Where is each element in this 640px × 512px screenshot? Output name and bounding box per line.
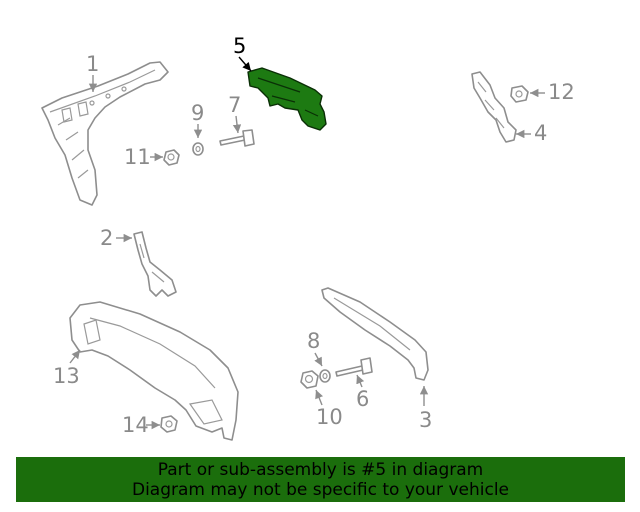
callout-7: 7 xyxy=(228,93,241,117)
parts-diagram: 1 5 9 7 11 4 12 2 xyxy=(41,34,575,441)
callout-9: 9 xyxy=(191,101,204,125)
part-9-washer xyxy=(192,142,204,156)
part-10-nut xyxy=(300,370,319,389)
part-2-bracket xyxy=(133,231,177,297)
callout-13: 13 xyxy=(53,364,80,388)
part-13-bracket xyxy=(69,301,239,441)
part-5-highlighted xyxy=(247,67,327,131)
banner-line-part: Part or sub-assembly is #5 in diagram xyxy=(157,460,484,480)
part-3-bar xyxy=(321,287,429,381)
part-14-nut xyxy=(160,415,178,433)
info-banner: Part or sub-assembly is #5 in diagram Di… xyxy=(16,457,625,502)
part-4-bracket xyxy=(471,71,517,143)
callout-12: 12 xyxy=(548,80,575,104)
callout-14: 14 xyxy=(122,413,149,437)
callout-2: 2 xyxy=(100,226,113,250)
part-12-clip xyxy=(510,85,529,103)
callout-6: 6 xyxy=(356,387,369,411)
callout-4: 4 xyxy=(534,121,547,145)
part-8-washer xyxy=(319,369,331,383)
part-7-bolt xyxy=(219,129,255,147)
callout-11: 11 xyxy=(124,145,151,169)
callout-8: 8 xyxy=(307,329,320,353)
callout-1: 1 xyxy=(86,52,99,76)
callout-5: 5 xyxy=(233,34,246,58)
callout-10: 10 xyxy=(316,405,343,429)
part-1-bracket xyxy=(41,61,169,206)
banner-line-disclaimer: Diagram may not be specific to your vehi… xyxy=(131,480,509,500)
part-6-bolt xyxy=(335,357,373,377)
callout-3: 3 xyxy=(419,408,432,432)
part-11-nut xyxy=(163,149,180,166)
